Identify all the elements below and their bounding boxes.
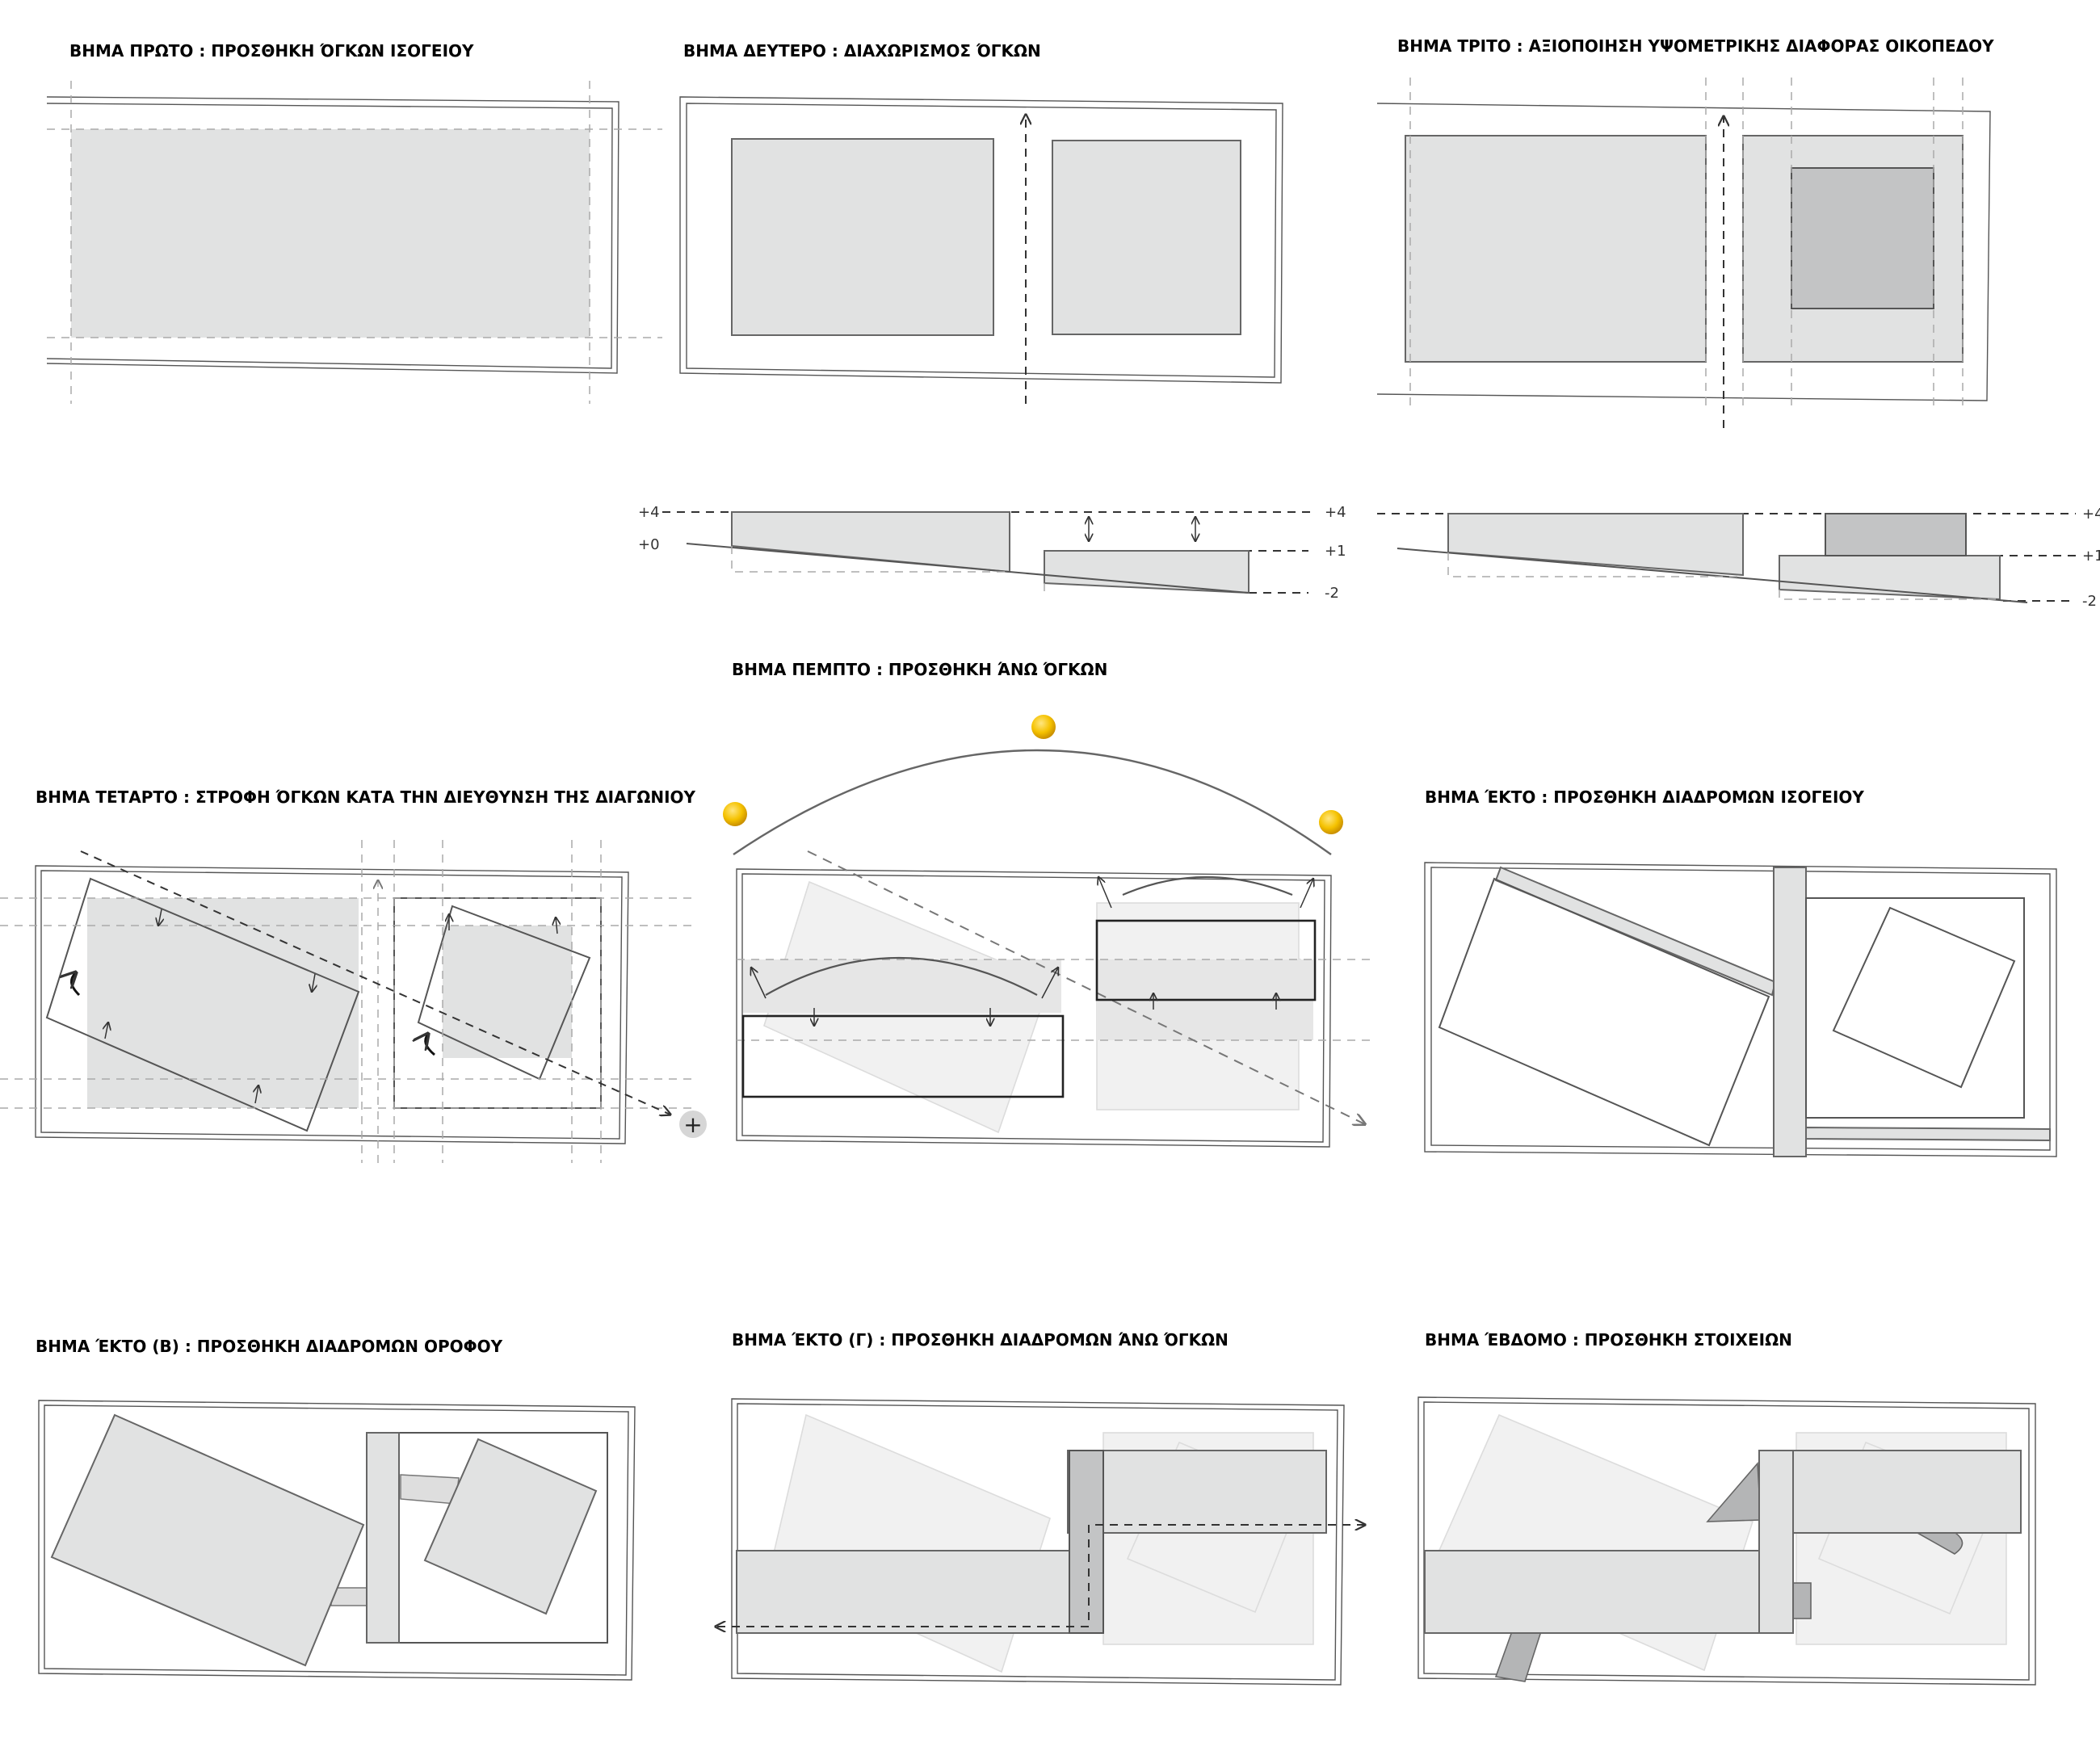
step4-guides <box>0 840 695 1163</box>
step2-section-volume-a <box>731 511 1010 573</box>
step3-section-volume-a <box>1447 513 1744 577</box>
sun-icon <box>1319 810 1343 834</box>
step3-panel: ΒΗΜΑ ΤΡΙΤΟ : ΑΞΙΟΠΟΙΗΣΗ ΥΨΟΜΕΤΡΙΚΗΣ ΔΙΑΦ… <box>1376 36 2100 610</box>
step2-volume-b <box>1052 140 1241 335</box>
level-label-minus2: -2 <box>1325 585 1339 602</box>
step7-small-element <box>1792 1582 1812 1619</box>
step6b-title: ΒΗΜΑ ΈΚΤΟ (Β) : ΠΡΟΣΘΗΚΗ ΔΙΑΔΡΟΜΩΝ ΟΡΟΦΟ… <box>36 1337 503 1356</box>
step3-site <box>1376 103 1991 401</box>
step5-upper-volume-a <box>741 1014 1065 1098</box>
step4-site <box>35 865 629 1144</box>
level-label-plus4: +4 <box>638 504 660 521</box>
step7-title: ΒΗΜΑ ΈΒΔΟΜΟ : ΠΡΟΣΘΗΚΗ ΣΤΟΙΧΕΙΩΝ <box>1425 1330 1792 1350</box>
step2-site <box>679 96 1283 384</box>
step6c-route <box>716 1525 1365 1627</box>
level-label-plus4: +4 <box>1325 504 1346 521</box>
step6-panel: ΒΗΜΑ ΈΚΤΟ : ΠΡΟΣΘΗΚΗ ΔΙΑΔΡΟΜΩΝ ΙΣΟΓΕΙΟΥ <box>1424 787 2057 1157</box>
step6c-circulation-core <box>1069 1450 1104 1634</box>
step6c-title: ΒΗΜΑ ΈΚΤΟ (Γ) : ΠΡΟΣΘΗΚΗ ΔΙΑΔΡΟΜΩΝ ΆΝΩ Ό… <box>732 1330 1228 1350</box>
level-label-plus1: +1 <box>1325 543 1346 560</box>
sun-icon <box>723 802 747 826</box>
step3-ground-line <box>1396 548 2028 603</box>
plus-button[interactable]: + <box>679 1111 707 1138</box>
step5-panel: ΒΗΜΑ ΠΕΜΠΤΟ : ΠΡΟΣΘΗΚΗ ΆΝΩ ΌΓΚΩΝ <box>723 660 1373 1148</box>
step5-guides <box>737 850 1373 1124</box>
sun-icon <box>1031 715 1056 739</box>
level-label-plus1: +1 <box>2082 548 2100 565</box>
step4-diagonal-axis <box>80 850 670 1115</box>
step5-upper-volume-b <box>1095 919 1317 1001</box>
step5-arrows <box>751 877 1313 1026</box>
step2-volume-a <box>731 138 994 336</box>
step3-volume-a <box>1405 135 1707 363</box>
step7-triangle-element <box>1706 1461 1762 1522</box>
step7-upper-volume-a <box>1424 1550 1762 1634</box>
level-label-minus2: -2 <box>2082 593 2097 610</box>
step6b-site <box>38 1400 636 1681</box>
step6-title: ΒΗΜΑ ΈΚΤΟ : ΠΡΟΣΘΗΚΗ ΔΙΑΔΡΟΜΩΝ ΙΣΟΓΕΙΟΥ <box>1425 787 1864 807</box>
step2-panel: ΒΗΜΑ ΔΕΥΤΕΡΟ : ΔΙΑΧΩΡΙΣΜΟΣ ΌΓΚΩΝ +4 +0 +… <box>638 41 1346 602</box>
step3-title: ΒΗΜΑ ΤΡΙΤΟ : ΑΞΙΟΠΟΙΗΣΗ ΥΨΟΜΕΤΡΙΚΗΣ ΔΙΑΦ… <box>1397 36 1994 56</box>
step1-ground-volume <box>71 129 590 338</box>
sun-path <box>733 749 1332 855</box>
step3-upper-volume <box>1791 167 1934 309</box>
step7-ramp-element <box>1494 1631 1543 1682</box>
step3-section-upper-volume <box>1825 513 1967 556</box>
step5-band-a <box>743 959 1061 1013</box>
step2-title: ΒΗΜΑ ΔΕΥΤΕΡΟ : ΔΙΑΧΩΡΙΣΜΟΣ ΌΓΚΩΝ <box>683 41 1041 61</box>
step4-rotation-arrows <box>71 909 557 1104</box>
step3-guides <box>1409 78 1964 428</box>
step5-title: ΒΗΜΑ ΠΕΜΠΤΟ : ΠΡΟΣΘΗΚΗ ΆΝΩ ΌΓΚΩΝ <box>732 660 1107 679</box>
step6-volume-a <box>1438 877 1770 1147</box>
step1-site <box>46 96 620 374</box>
step1-panel: ΒΗΜΑ ΠΡΩΤΟ : ΠΡΟΣΘΗΚΗ ΌΓΚΩΝ ΙΣΟΓΕΙΟΥ <box>46 41 662 404</box>
step6-path-vertical <box>1773 867 1807 1157</box>
step6b-volume-a <box>50 1413 365 1667</box>
step4-ground-volume-a <box>87 898 359 1108</box>
step7-upper-volume-b <box>1758 1450 2022 1534</box>
plus-icon: + <box>683 1111 702 1138</box>
step2-ground-line <box>686 543 1250 594</box>
step3-section-volume-b <box>1779 555 2001 601</box>
step6b-panel: ΒΗΜΑ ΈΚΤΟ (Β) : ΠΡΟΣΘΗΚΗ ΔΙΑΔΡΟΜΩΝ ΟΡΟΦΟ… <box>36 1337 636 1681</box>
step4-panel: ΒΗΜΑ ΤΕΤΑΡΤΟ : ΣΤΡΟΦΗ ΌΓΚΩΝ ΚΑΤΑ ΤΗΝ ΔΙΕ… <box>0 787 707 1163</box>
step6b-volume-b <box>423 1438 598 1615</box>
level-label-plus4: +4 <box>2082 506 2100 523</box>
step1-title: ΒΗΜΑ ΠΡΩΤΟ : ΠΡΟΣΘΗΚΗ ΌΓΚΩΝ ΙΣΟΓΕΙΟΥ <box>69 41 474 61</box>
step4-ground-volume-b <box>443 926 572 1058</box>
step4-title: ΒΗΜΑ ΤΕΤΑΡΤΟ : ΣΤΡΟΦΗ ΌΓΚΩΝ ΚΑΤΑ ΤΗΝ ΔΙΕ… <box>36 787 696 807</box>
step6c-panel: ΒΗΜΑ ΈΚΤΟ (Γ) : ΠΡΟΣΘΗΚΗ ΔΙΑΔΡΟΜΩΝ ΆΝΩ Ό… <box>716 1330 1365 1686</box>
step6b-bridge-upper <box>400 1474 460 1505</box>
step6-path-horizontal <box>1805 1126 2051 1142</box>
level-label-plus0: +0 <box>638 536 660 553</box>
step3-section: +4 +1 -2 <box>1377 506 2100 610</box>
step6-volume-b-frame <box>1805 897 2025 1119</box>
step6b-path-vertical <box>366 1432 400 1644</box>
step7-circulation-core <box>1758 1450 1794 1634</box>
step6-volume-b <box>1832 906 2016 1089</box>
step6-path-diagonal <box>1494 866 1777 997</box>
step2-section-volume-b <box>1044 550 1250 594</box>
step6c-upper-volume-b <box>1067 1450 1327 1534</box>
step6c-upper-volume-a <box>736 1550 1070 1634</box>
step6-site <box>1424 862 2057 1157</box>
step7-panel: ΒΗΜΑ ΈΒΔΟΜΟ : ΠΡΟΣΘΗΚΗ ΣΤΟΙΧΕΙΩΝ <box>1418 1330 2036 1686</box>
step2-section: +4 +0 +4 +1 -2 <box>638 504 1346 602</box>
step1-guides <box>47 81 662 404</box>
